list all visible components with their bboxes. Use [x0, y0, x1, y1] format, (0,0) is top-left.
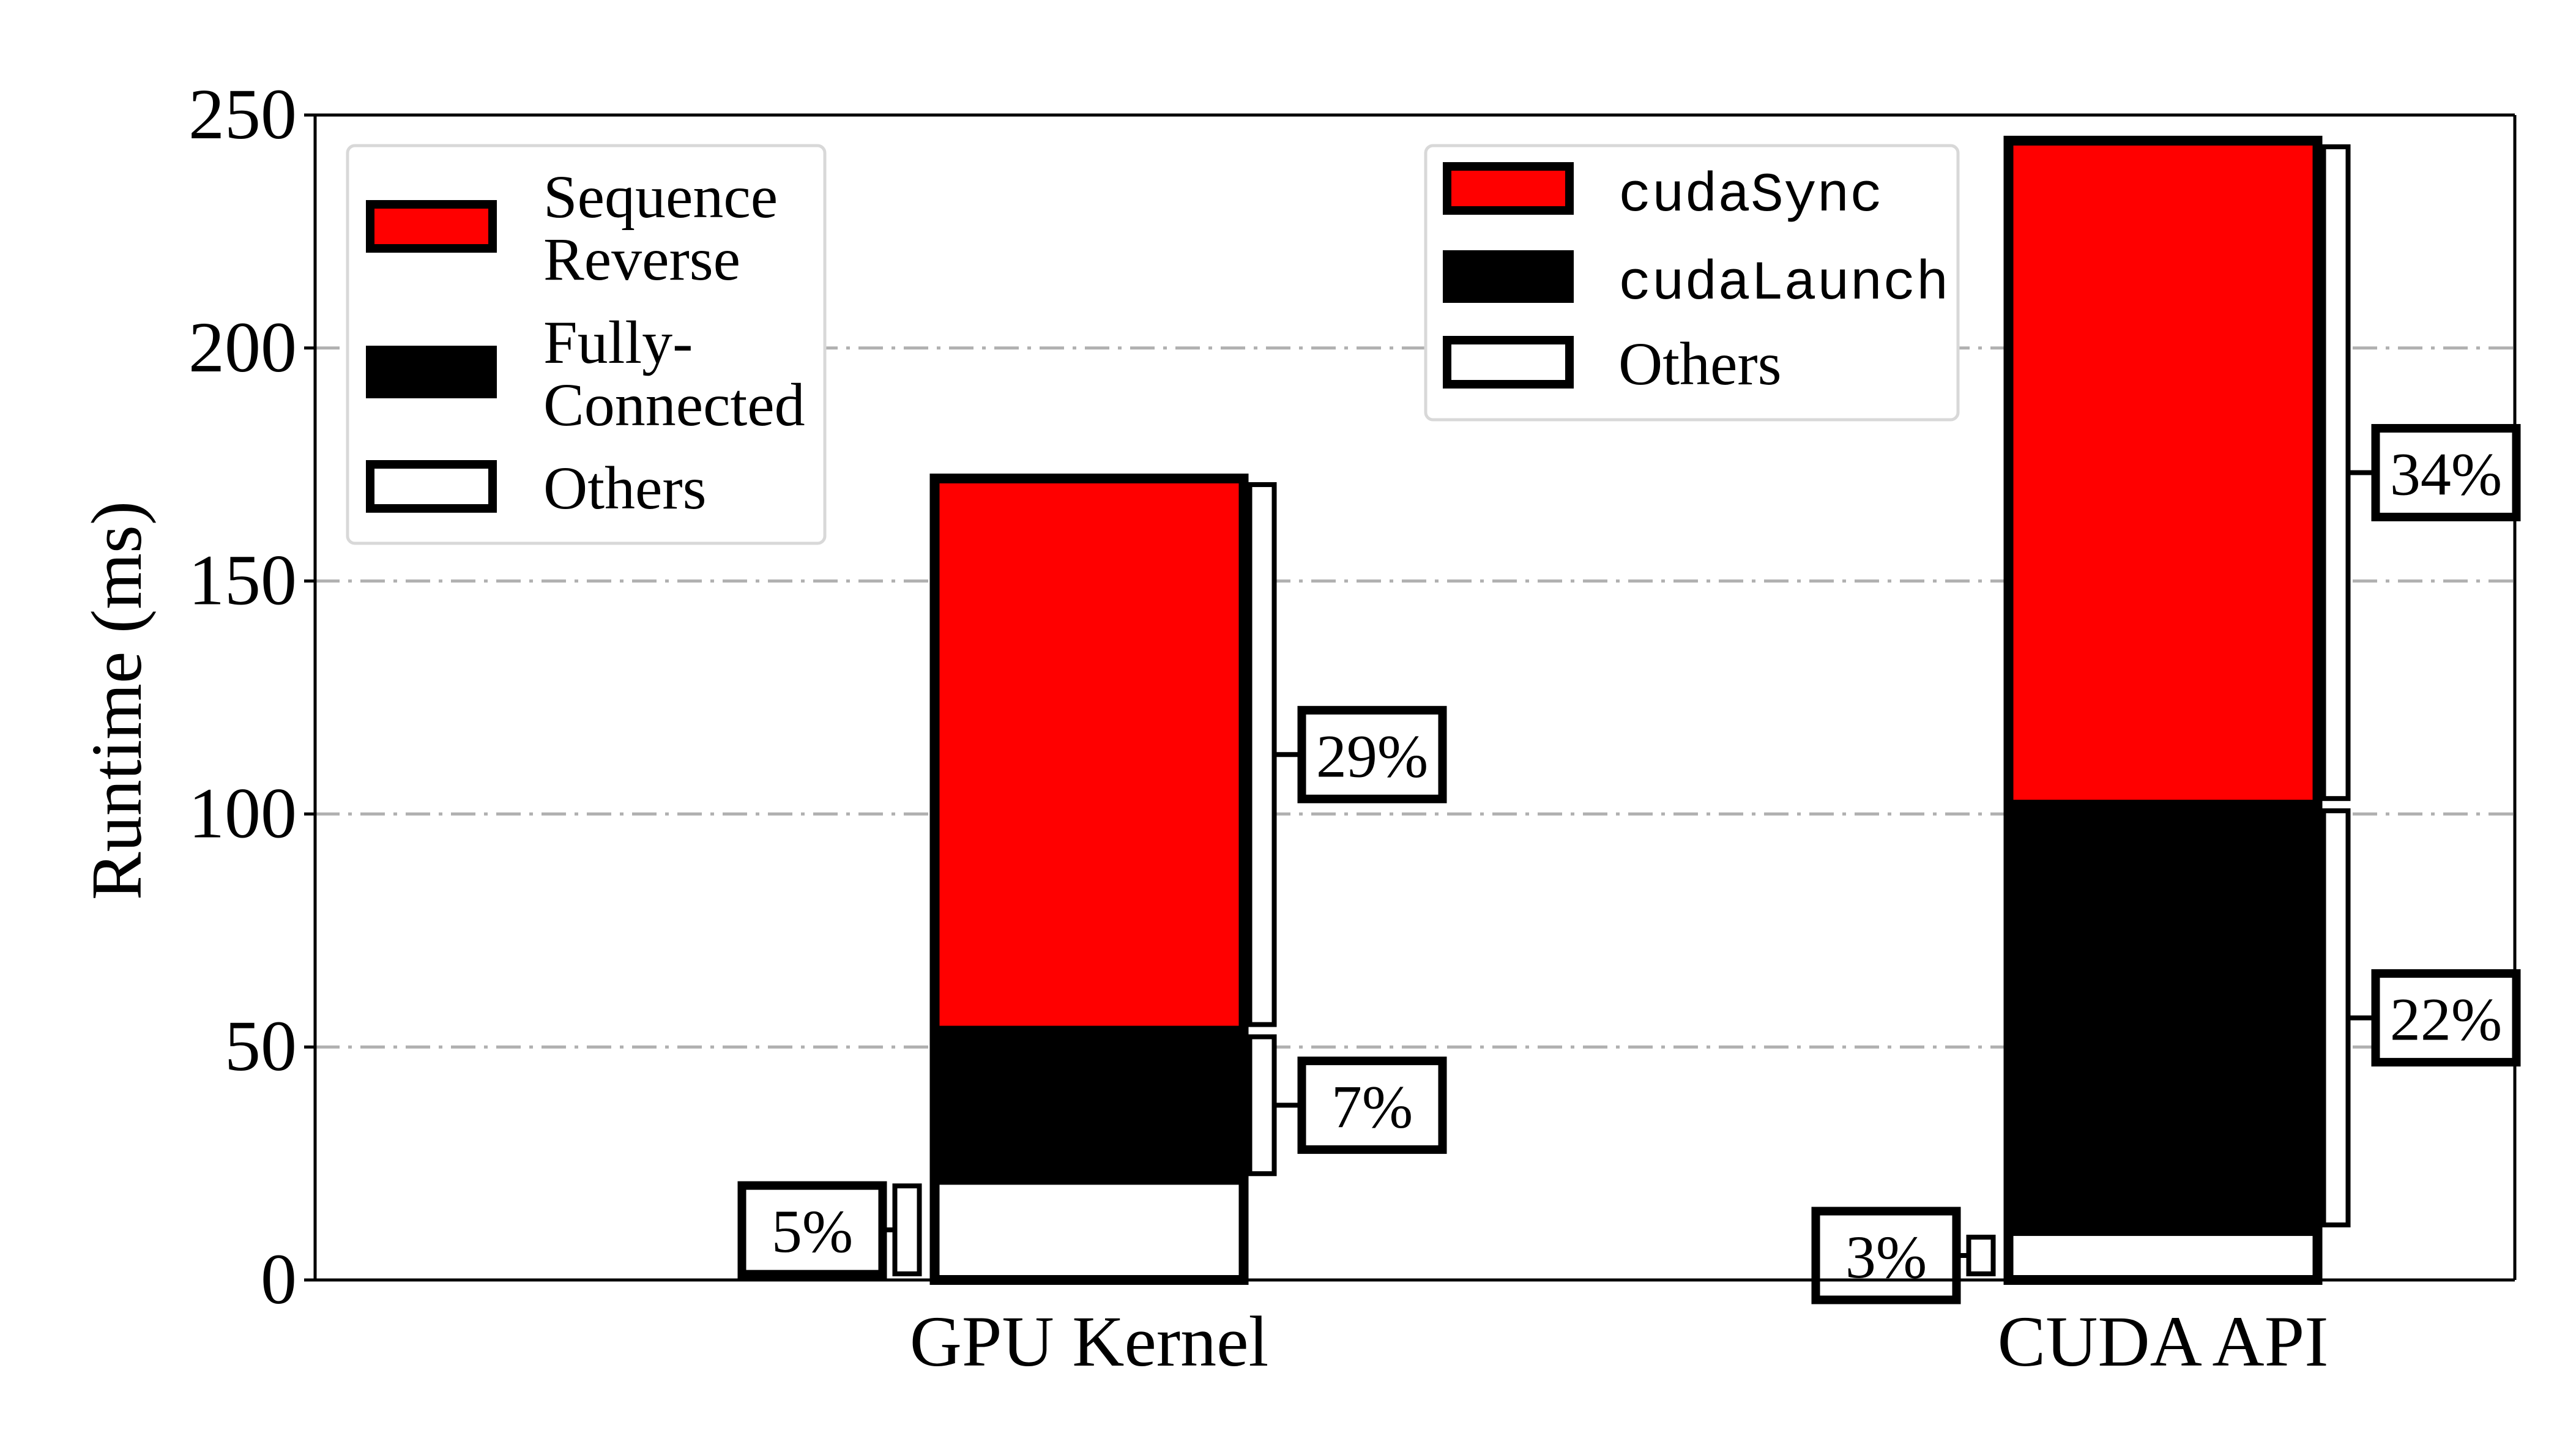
bar-segment-others: [2003, 1226, 2323, 1285]
y-tick-label: 100: [188, 773, 297, 853]
bar-segment-others: [929, 1175, 1249, 1285]
legend-label: Others: [1618, 330, 1782, 398]
annotation-bracket: [2321, 808, 2351, 1228]
y-tick-label: 250: [188, 74, 297, 154]
legends: SequenceReverseFully-ConnectedOtherscuda…: [346, 144, 1960, 545]
annotation-label: 34%: [2390, 441, 2502, 508]
legend-swatch: [1443, 336, 1574, 389]
bar-segment-fully-connected: [929, 1025, 1249, 1185]
annotation-bracket: [1247, 482, 1277, 1027]
x-tick-label: CUDA API: [1998, 1301, 2329, 1382]
bar-segment-sequence-reverse: [929, 474, 1249, 1036]
legend-label: Others: [543, 454, 707, 522]
annotation-label: 29%: [1316, 722, 1428, 790]
annotation-bracket: [1966, 1235, 1996, 1276]
bars: [929, 135, 2323, 1285]
y-tick-label: 150: [188, 540, 297, 620]
legend-label: Sequence: [543, 163, 778, 231]
legend-swatch: [366, 200, 497, 253]
annotation-box: [1297, 1056, 1447, 1154]
annotation-bracket: [892, 1183, 922, 1276]
legend-swatch: [366, 346, 497, 398]
x-tick-label: GPU Kernel: [910, 1301, 1269, 1382]
legend-swatch: [366, 460, 497, 513]
percentage-annotations: 5%7%29%3%22%34%: [737, 144, 2521, 1304]
legend-label: Fully-: [543, 308, 693, 376]
annotation-box: [1297, 705, 1447, 803]
legend-label: Connected: [543, 371, 805, 439]
y-tick-label: 50: [225, 1006, 297, 1086]
annotation-bracket: [2321, 144, 2351, 802]
legend-label: Reverse: [543, 225, 740, 293]
bar-segment-cudalaunch: [2003, 800, 2323, 1237]
annotation-bracket: [1247, 1034, 1277, 1177]
legend-swatch: [1443, 162, 1574, 215]
annotation-box: [1811, 1207, 1961, 1304]
y-axis-label: Runtime (ms): [76, 501, 157, 900]
legend-swatch: [1443, 250, 1574, 303]
annotation-label: 7%: [1331, 1073, 1413, 1140]
annotation-box: [737, 1181, 887, 1279]
y-tick-label: 200: [188, 307, 297, 387]
annotation-label: 5%: [772, 1197, 853, 1265]
annotation-box: [2371, 969, 2521, 1067]
y-tick-label: 0: [261, 1239, 297, 1319]
legend-label: cudaSync: [1618, 165, 1883, 228]
bar-segment-cudasync: [2003, 135, 2323, 810]
legend-label: cudaLaunch: [1618, 253, 1949, 316]
annotation-label: 22%: [2390, 986, 2502, 1054]
